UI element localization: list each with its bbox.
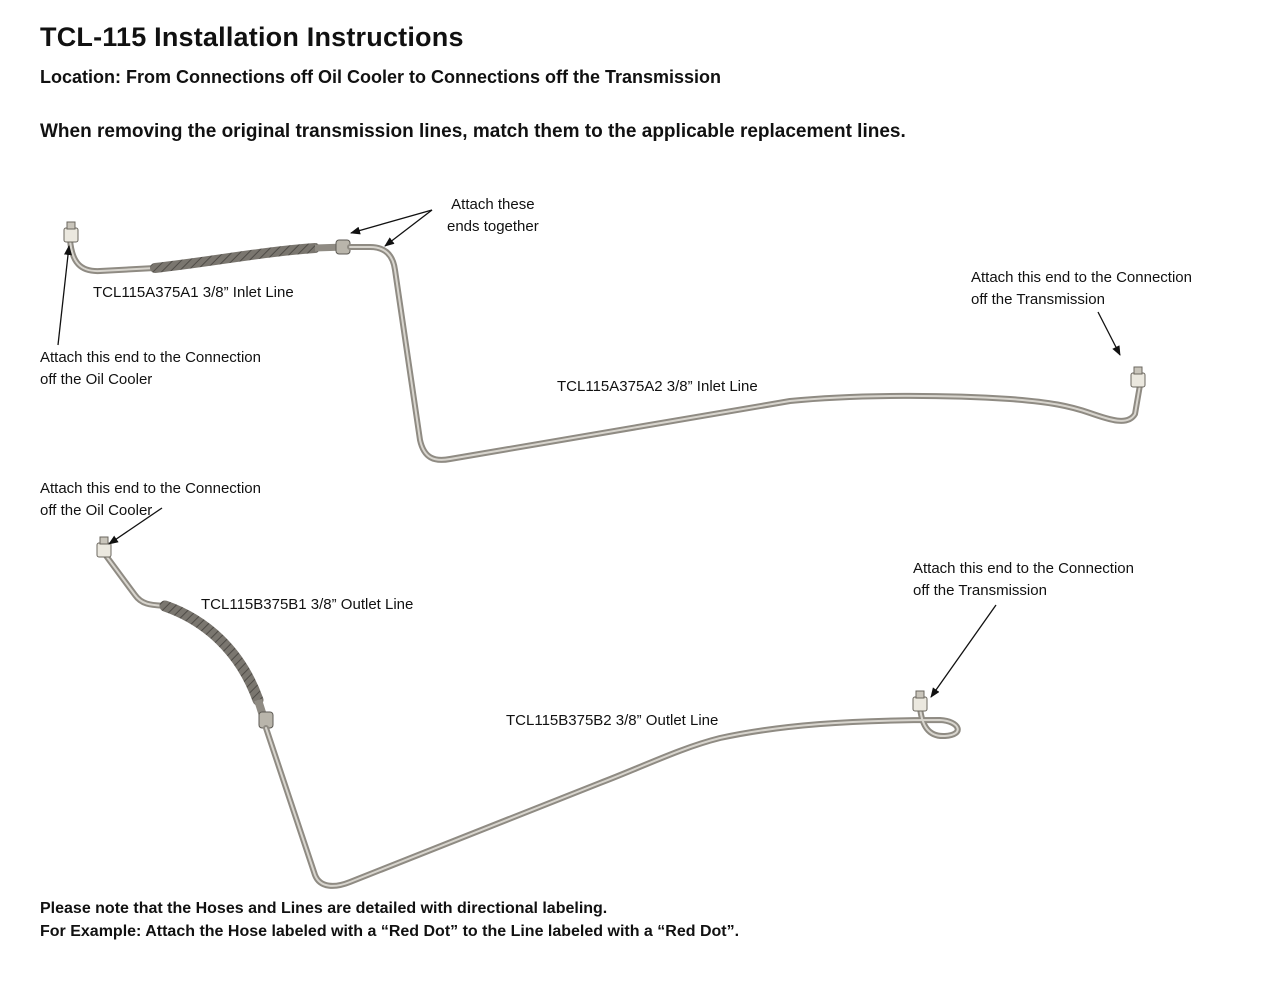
arrow-together-1	[350, 209, 433, 235]
fitting-b1-cooler	[96, 542, 112, 558]
callout-inlet-cooler: Attach this end to the Connection off th…	[40, 349, 261, 388]
outlet-line-b2	[263, 690, 961, 889]
outlet-hose-b1	[159, 600, 264, 706]
inlet-hose-a1	[150, 243, 320, 273]
label-inlet-a2: TCL115A375A2 3/8” Inlet Line	[557, 378, 758, 395]
label-outlet-b1: TCL115B375B1 3/8” Outlet Line	[201, 596, 414, 613]
note-red-dot-example: For Example: Attach the Hose labeled wit…	[40, 923, 740, 940]
arrow-together-2	[384, 209, 433, 247]
callout-inlet-transmission: Attach this end to the Connection off th…	[971, 269, 1192, 308]
label-inlet-a1: TCL115A375A1 3/8” Inlet Line	[93, 284, 294, 301]
fitting-a1-cooler	[63, 227, 79, 243]
intro-instruction: When removing the original transmission …	[40, 121, 906, 142]
outlet-line-b1	[96, 536, 274, 729]
inlet-line-a2	[347, 244, 1146, 463]
fitting-a2-transmission	[1130, 372, 1146, 388]
callout-outlet-cooler: Attach this end to the Connection off th…	[40, 480, 261, 519]
callout-outlet-transmission: Attach this end to the Connection off th…	[913, 560, 1134, 599]
arrow-a1-cooler	[57, 245, 72, 346]
callout-attach-together: Attach these ends together	[447, 196, 539, 235]
callout-arrows	[57, 209, 1121, 698]
fitting-b2-transmission	[912, 696, 928, 712]
arrow-b1-cooler	[108, 507, 163, 545]
note-directional-labeling: Please note that the Hoses and Lines are…	[40, 900, 608, 917]
arrow-b2-transmission	[930, 604, 997, 698]
inlet-line-a1	[63, 221, 351, 275]
location-subtitle: Location: From Connections off Oil Coole…	[40, 67, 722, 87]
page-title: TCL-115 Installation Instructions	[40, 22, 464, 52]
arrow-a2-transmission	[1097, 311, 1121, 356]
label-outlet-b2: TCL115B375B2 3/8” Outlet Line	[506, 712, 719, 729]
